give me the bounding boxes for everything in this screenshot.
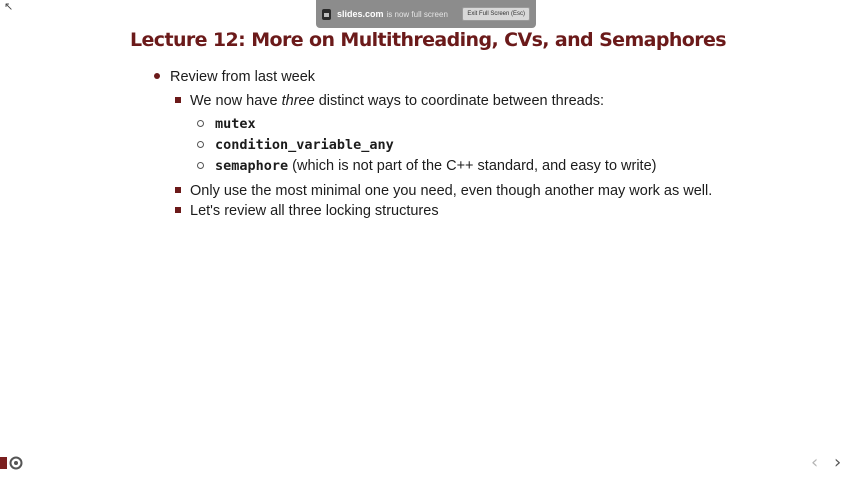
list-item-condition-variable: condition_variable_any (197, 137, 394, 153)
fullscreen-domain: slides.com (337, 9, 384, 19)
mouse-cursor-icon: ↖ (4, 1, 14, 13)
bullet-icon (154, 73, 160, 80)
sub-bullet-review-text: Let's review all three locking structure… (190, 203, 439, 219)
circle-bullet-icon (197, 161, 204, 169)
circle-bullet-icon (197, 140, 204, 148)
circle-bullet-icon (197, 119, 204, 127)
slide-title: Lecture 12: More on Multithreading, CVs,… (130, 29, 727, 51)
fullscreen-message: is now full screen (386, 9, 448, 19)
list-item-mutex: mutex (197, 116, 256, 132)
code-mutex: mutex (215, 116, 256, 132)
sub-bullet-review-structures: Let's review all three locking structure… (175, 203, 439, 219)
fullscreen-notification: slides.com is now full screen Exit Full … (316, 0, 536, 28)
next-slide-arrow-icon[interactable]: › (834, 452, 842, 473)
square-bullet-icon (175, 187, 181, 194)
square-bullet-icon (175, 97, 181, 104)
semaphore-note: (which is not part of the C++ standard, … (288, 158, 657, 174)
bullet-review: Review from last week (154, 69, 315, 85)
document-icon (322, 8, 331, 20)
sub-bullet-three-ways: We now have three distinct ways to coord… (175, 93, 604, 109)
sub-bullet-emphasis: three (281, 93, 315, 109)
code-condition-variable-any: condition_variable_any (215, 137, 394, 153)
exit-fullscreen-button[interactable]: Exit Full Screen (Esc) (462, 7, 530, 21)
bullet-review-text: Review from last week (170, 69, 316, 85)
sub-bullet-minimal-text: Only use the most minimal one you need, … (190, 183, 713, 199)
sub-bullet-text-post: distinct ways to coordinate between thre… (314, 93, 605, 109)
slides-logo-icon (0, 456, 23, 470)
previous-slide-arrow-icon[interactable]: ‹ (811, 452, 819, 473)
code-semaphore: semaphore (215, 158, 289, 174)
list-item-semaphore: semaphore (which is not part of the C++ … (197, 158, 656, 174)
sub-bullet-minimal: Only use the most minimal one you need, … (175, 183, 712, 199)
sub-bullet-text-pre: We now have (190, 93, 282, 109)
square-bullet-icon (175, 207, 181, 214)
